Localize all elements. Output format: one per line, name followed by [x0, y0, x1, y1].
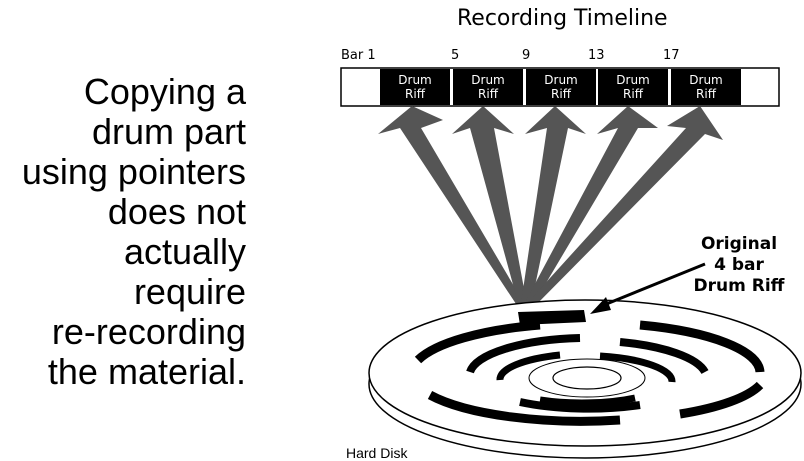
- timeline-segment: Drum Riff: [453, 69, 523, 105]
- disk-spindle: [552, 366, 622, 390]
- pointer-arrow-5: [521, 106, 723, 310]
- hard-disk: [368, 299, 802, 459]
- segment-line2: Riff: [478, 87, 498, 101]
- bar-label-5: 5: [451, 48, 460, 63]
- disk-track: [539, 394, 636, 407]
- disk-track: [466, 334, 581, 374]
- disk-hub: [528, 358, 646, 398]
- disk-track: [427, 391, 621, 426]
- caption-line: drum part: [91, 111, 246, 152]
- segment-line1: Drum: [689, 73, 723, 87]
- segment-line1: Drum: [616, 73, 650, 87]
- original-riff-block: [518, 310, 586, 325]
- caption-line: using pointers: [21, 151, 246, 192]
- disk-track: [519, 398, 641, 413]
- caption-line: Copying a: [83, 71, 246, 112]
- segment-line1: Drum: [398, 73, 432, 87]
- timeline-segment: Drum Riff: [526, 69, 596, 105]
- timeline-segment: Drum Riff: [380, 69, 450, 105]
- caption-line: re-recording: [51, 311, 246, 352]
- pointer-arrow-4: [521, 106, 658, 310]
- hard-disk-label: Hard Disk: [346, 445, 408, 461]
- segment-line2: Riff: [623, 87, 643, 101]
- original-line: Drum Riff: [693, 276, 785, 296]
- original-riff-label: Original 4 bar Drum Riff: [680, 234, 798, 297]
- timeline-title: Recording Timeline: [457, 6, 668, 31]
- disk-track: [599, 352, 676, 383]
- segment-line2: Riff: [551, 87, 571, 101]
- caption-line: does not: [107, 191, 246, 232]
- pointer-arrow-2: [452, 106, 528, 310]
- pointer-arrow-3: [520, 106, 586, 310]
- disk-track: [619, 338, 709, 375]
- timeline-segment: Drum Riff: [671, 69, 741, 105]
- pointer-arrow-1: [378, 106, 528, 310]
- original-pointer-line: [603, 262, 706, 307]
- timeline-segment: Drum Riff: [598, 69, 668, 105]
- pointer-arrows: [378, 106, 723, 310]
- bar-label-9: 9: [522, 48, 531, 63]
- segment-line1: Drum: [544, 73, 578, 87]
- segment-line1: Drum: [471, 73, 505, 87]
- segment-line2: Riff: [405, 87, 425, 101]
- caption-line: the material.: [47, 351, 246, 392]
- caption-line: require: [133, 271, 246, 312]
- original-line: 4 bar: [714, 255, 764, 275]
- disk-track: [639, 320, 765, 373]
- caption-line: actually: [123, 231, 246, 272]
- bar-label-17: 17: [663, 48, 680, 63]
- caption-text: Copying a drum part using pointers does …: [0, 72, 246, 392]
- bar-label-13: 13: [588, 48, 605, 63]
- original-line: Original: [700, 234, 778, 254]
- disk-track: [679, 381, 764, 419]
- original-pointer-arrowhead: [590, 297, 611, 314]
- bar-label-1: Bar 1: [341, 48, 376, 63]
- disk-track: [414, 320, 541, 364]
- disk-track: [496, 351, 561, 381]
- segment-line2: Riff: [696, 87, 716, 101]
